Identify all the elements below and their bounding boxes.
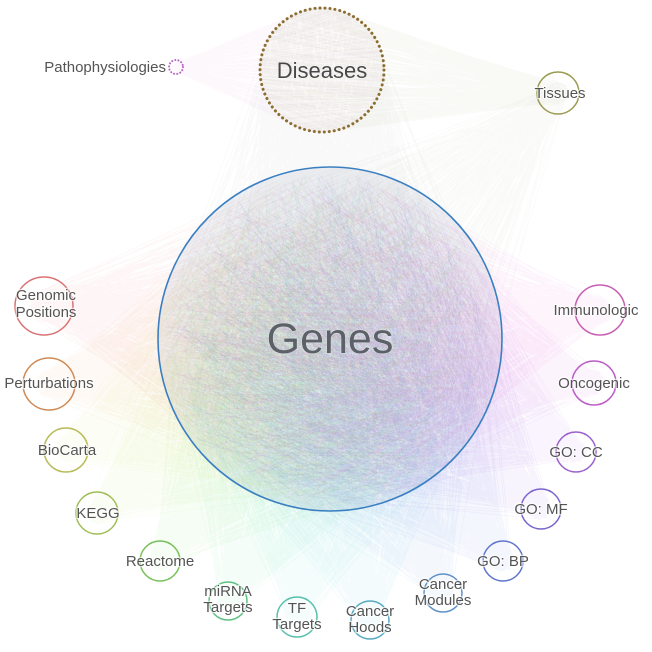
node-fill-immunologic: [575, 285, 625, 335]
node-cancer_modules[interactable]: [423, 573, 463, 613]
edge-bundle-reactome-genes: [148, 175, 487, 572]
node-go_mf[interactable]: [520, 488, 562, 530]
node-oncogenic[interactable]: [571, 360, 617, 406]
node-reactome[interactable]: [139, 540, 181, 582]
node-genes[interactable]: [157, 166, 503, 512]
node-fill-diseases: [260, 8, 384, 132]
edge-bundle-pathophysiologies-diseases: [172, 7, 385, 133]
edge-bundle-go_bp-genes: [168, 175, 514, 573]
edge-bundle-go_cc-genes: [167, 175, 588, 506]
label-pathophysiologies: Pathophysiologies: [44, 59, 166, 76]
node-fill-mirna_targets: [209, 582, 247, 620]
node-fill-pathophysiologies: [169, 60, 183, 74]
label-kegg: KEGG: [76, 505, 119, 522]
node-perturbations[interactable]: [22, 357, 76, 411]
edge-bundle-tf_targets-genes: [166, 174, 494, 629]
node-pathophysiologies[interactable]: [168, 59, 184, 75]
node-fill-oncogenic: [572, 361, 616, 405]
node-biocarta[interactable]: [43, 427, 89, 473]
node-fill-go_cc: [556, 432, 596, 472]
label-biocarta: BioCarta: [38, 442, 97, 459]
node-fill-genomic_positions: [15, 277, 73, 335]
node-diseases[interactable]: [258, 6, 386, 134]
node-genomic_positions[interactable]: [14, 276, 74, 336]
node-fills: [15, 8, 625, 639]
edge-bundle-kegg-genes: [85, 175, 486, 525]
edge-bundle-oncogenic-genes: [165, 179, 606, 499]
edge-bundle-immunologic-genes: [165, 179, 614, 505]
label-tissues: Tissues: [534, 85, 585, 102]
label-perturbations: Perturbations: [4, 375, 93, 392]
node-fill-perturbations: [23, 358, 75, 410]
node-fill-go_bp: [483, 541, 523, 581]
node-fill-biocarta: [44, 428, 88, 472]
node-rings: [14, 6, 626, 640]
node-fill-tissues: [537, 72, 579, 114]
edge-bundle-diseases-genes: [164, 7, 497, 502]
label-oncogenic: Oncogenic: [558, 375, 630, 392]
node-cancer_hoods[interactable]: [350, 600, 390, 640]
label-immunologic: Immunologic: [553, 302, 639, 319]
edge-bundles: [28, 7, 614, 630]
edge-bundle-mirna_targets-genes: [165, 175, 495, 612]
node-tf_targets[interactable]: [276, 596, 318, 638]
node-fill-go_mf: [521, 489, 561, 529]
label-diseases: Diseases: [277, 58, 367, 83]
edge-bundle-cancer_hoods-genes: [164, 176, 490, 630]
node-kegg[interactable]: [75, 491, 119, 535]
edge-bundle-cancer_modules-genes: [170, 173, 494, 604]
edge-bundle-tissues-diseases: [259, 7, 570, 133]
node-fill-reactome: [140, 541, 180, 581]
label-genes: Genes: [267, 315, 394, 363]
edge-bundle-perturbations-genes: [35, 182, 493, 501]
node-fill-genes: [158, 167, 502, 511]
edge-bundle-go_mf-genes: [171, 176, 552, 521]
node-mirna_targets[interactable]: [208, 581, 248, 621]
node-tissues[interactable]: [536, 71, 580, 115]
edge-bundle-tissues-genes: [169, 81, 570, 490]
node-go_bp[interactable]: [482, 540, 524, 582]
label-go_bp: GO: BP: [477, 553, 529, 570]
node-fill-cancer_hoods: [351, 601, 389, 639]
label-go_mf: GO: MF: [514, 501, 567, 518]
node-fill-tf_targets: [277, 597, 317, 637]
label-go_cc: GO: CC: [549, 444, 603, 461]
node-fill-kegg: [76, 492, 118, 534]
node-labels: Genes Diseases PathophysiologiesTissuesGen…: [3, 58, 640, 638]
node-fill-cancer_modules: [424, 574, 462, 612]
node-immunologic[interactable]: [574, 284, 626, 336]
edge-bundle-genomic_positions-genes: [28, 177, 496, 505]
label-reactome: Reactome: [126, 553, 194, 570]
node-go_cc[interactable]: [555, 431, 597, 473]
